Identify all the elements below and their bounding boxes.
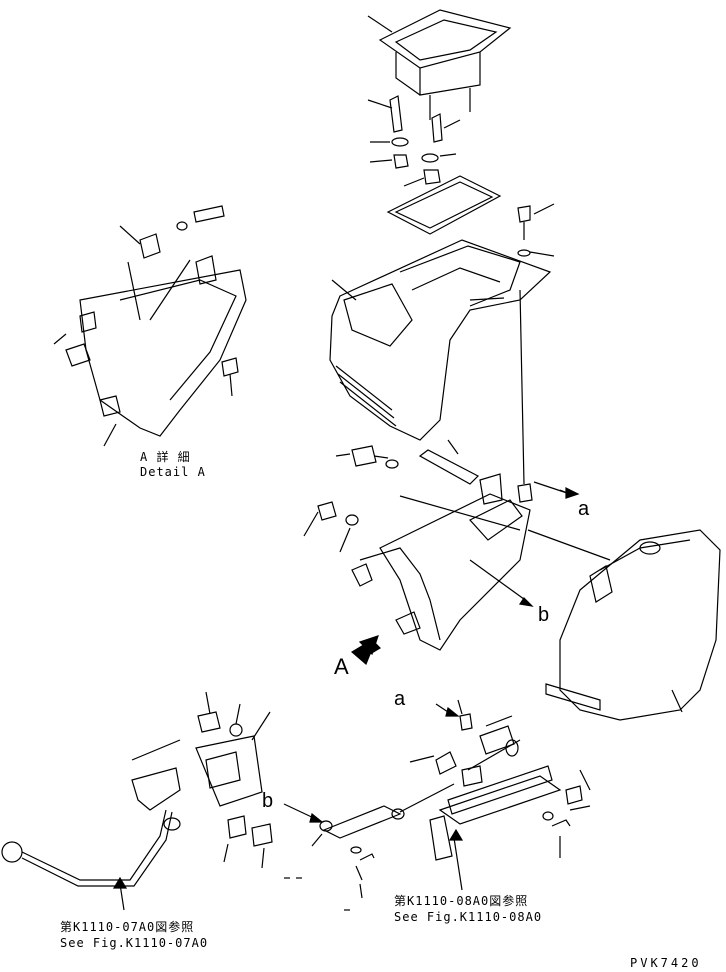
pedal-bracket <box>409 699 591 891</box>
arrow-b-top <box>518 597 534 607</box>
ref-a-top: a <box>578 498 590 520</box>
lower-bracket <box>195 691 302 879</box>
console-housing <box>329 239 552 441</box>
pin-and-bolts <box>303 439 480 553</box>
gasket <box>386 175 502 235</box>
arrow-a-top <box>559 487 580 499</box>
bolt-and-washer-right <box>517 203 555 257</box>
side-cover <box>545 529 721 721</box>
detail-a-assembly <box>53 205 247 447</box>
ref-b-bottom: b <box>262 790 274 812</box>
view-arrow-a <box>350 639 381 666</box>
fig-ref-left-en: See Fig.K1110-07A0 <box>60 936 209 950</box>
drawing-code: PVK7420 <box>630 956 702 970</box>
fig-ref-left-jp: 第K1110-07A0図参照 <box>60 920 195 934</box>
console-cover <box>367 9 512 143</box>
vertical-rod <box>519 289 525 485</box>
fig-ref-right-jp: 第K1110-08A0図参照 <box>394 894 529 908</box>
view-arrow-a-label: A <box>334 654 349 679</box>
fig-ref-right-en: See Fig.K1110-08A0 <box>394 910 543 924</box>
ref-a-bottom: a <box>394 688 406 710</box>
lever-assembly <box>1 739 181 911</box>
ref-b-top: b <box>538 604 550 626</box>
damper <box>283 783 455 911</box>
detail-a-en-label: Detail A <box>140 465 206 479</box>
main-bracket <box>351 473 611 656</box>
detail-a-jp-label: A 詳 細 <box>140 450 191 464</box>
washers-top <box>369 137 457 187</box>
